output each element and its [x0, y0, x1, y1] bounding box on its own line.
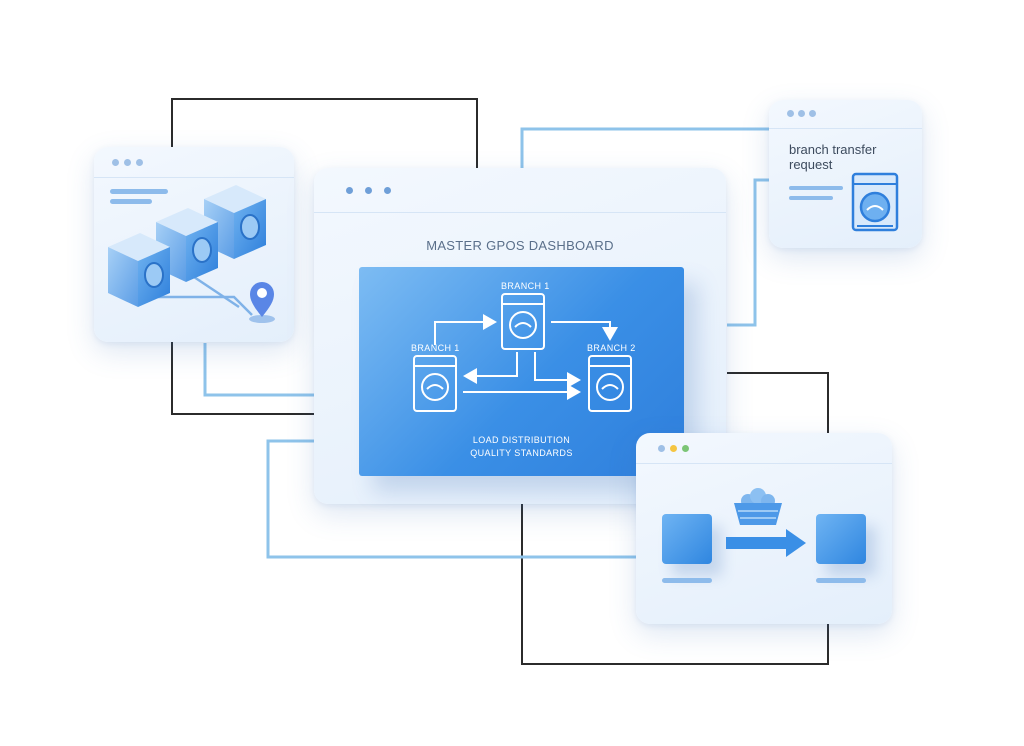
floor-path: [149, 295, 253, 316]
branch-transfer-card[interactable]: branch transfer request: [769, 100, 922, 248]
footer-quality-standards: QUALITY STANDARDS: [470, 448, 573, 458]
window-dot: [384, 187, 391, 194]
arrow-left-to-top: [434, 314, 497, 345]
target-branch-tile: [816, 514, 866, 564]
window-titlebar: [314, 168, 726, 213]
text-placeholder-line: [110, 189, 168, 194]
window-dot: [136, 159, 143, 166]
floor-path: [193, 275, 240, 309]
connector-light-right: [727, 178, 769, 327]
text-placeholder-line: [110, 199, 152, 204]
window-titlebar: [636, 433, 892, 464]
washing-machine-icon: [413, 355, 457, 412]
window-dot: [682, 445, 689, 452]
washing-machine-icon: [108, 233, 170, 307]
washing-machine-icon: [588, 355, 632, 412]
text-placeholder-line: [789, 186, 843, 190]
branch-flow-diagram: [413, 293, 632, 412]
window-dot: [787, 110, 794, 117]
transfer-illustration: [726, 488, 806, 557]
connector-dark-right: [521, 372, 829, 665]
source-branch-tile: [662, 514, 712, 564]
window-dot: [809, 110, 816, 117]
arrow-top-to-left: [463, 352, 518, 384]
window-titlebar: [769, 100, 922, 129]
arrow-top-to-right: [551, 321, 618, 341]
connector-light-bottom: [266, 439, 636, 559]
branch-right-label: BRANCH 2: [587, 343, 636, 353]
text-placeholder-line: [789, 196, 833, 200]
branch-locations-card[interactable]: [94, 147, 294, 342]
text-placeholder-line: [662, 578, 712, 583]
laundry-basket-icon: [734, 488, 782, 525]
window-dot: [798, 110, 805, 117]
connector-dark-left-bottom: [171, 343, 316, 415]
arrow-top-to-right-lower: [534, 352, 581, 388]
branch-top-label: BRANCH 1: [501, 281, 550, 291]
text-placeholder-line: [816, 578, 866, 583]
branch-flow-panel: BRANCH 1 BRANCH 1 BRANCH 2 LOAD DISTRIBU…: [359, 267, 684, 476]
footer-load-distribution: LOAD DISTRIBUTION: [472, 435, 571, 445]
transfer-request-text: branch transfer request: [789, 142, 877, 172]
map-pin-icon: [249, 282, 275, 323]
window-dot: [670, 445, 677, 452]
transfer-flow-card[interactable]: [636, 433, 892, 624]
window-titlebar: [94, 147, 294, 178]
connector-light-left: [203, 343, 359, 397]
dashboard-title: MASTER GPOS DASHBOARD: [426, 238, 614, 253]
washing-machines-illustration: [108, 185, 275, 323]
window-dot: [124, 159, 131, 166]
connector-light-top: [520, 127, 769, 168]
window-dot: [346, 187, 353, 194]
washing-machine-icon: [501, 293, 545, 350]
window-dot: [365, 187, 372, 194]
washing-machine-icon: [851, 172, 899, 232]
arrow-right-icon: [726, 529, 806, 557]
branch-left-label: BRANCH 1: [411, 343, 460, 353]
window-dot: [112, 159, 119, 166]
window-dot: [658, 445, 665, 452]
